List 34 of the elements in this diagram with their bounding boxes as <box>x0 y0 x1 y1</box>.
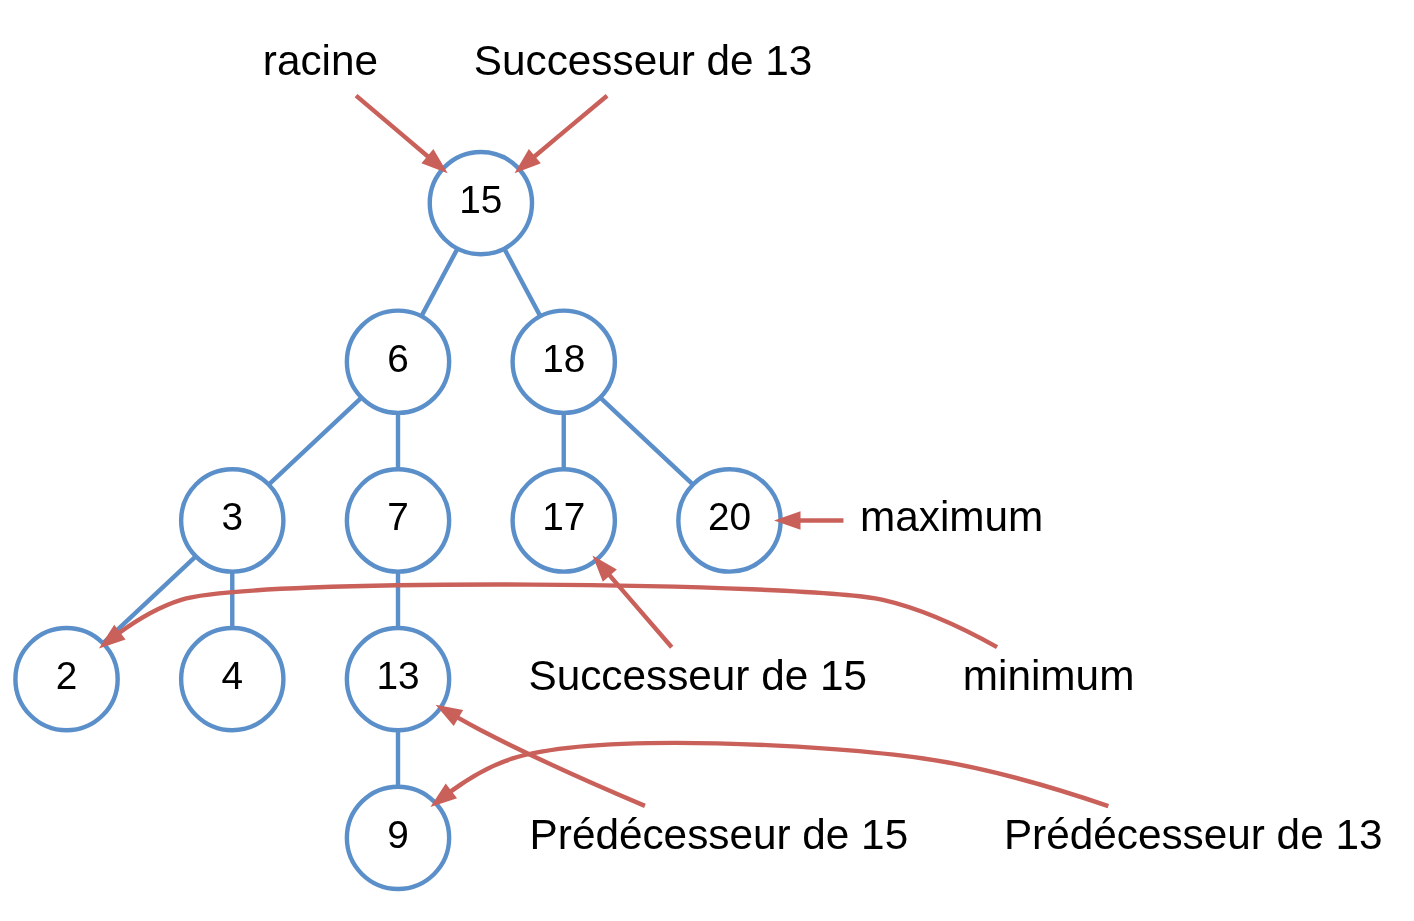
arrow <box>514 94 609 174</box>
arrow <box>354 94 448 174</box>
connector <box>395 730 401 787</box>
node-circle: 9 <box>344 784 452 892</box>
arrow <box>774 511 844 530</box>
node-text: Successeur de 13 <box>473 36 813 84</box>
node-circle: 4 <box>178 625 286 733</box>
connector <box>267 396 363 486</box>
node-circle: 3 <box>178 467 286 574</box>
node-circle: 7 <box>344 467 452 574</box>
node-circle: 18 <box>510 308 618 416</box>
connector <box>419 247 460 317</box>
connector <box>502 247 543 317</box>
node-text: maximum <box>859 493 1044 541</box>
arrow <box>592 555 674 649</box>
connector <box>395 572 401 628</box>
connector <box>561 413 566 469</box>
node-circle: 17 <box>510 467 618 574</box>
node-circle: 2 <box>13 625 120 733</box>
node-circle: 6 <box>344 308 452 416</box>
connector <box>230 572 235 628</box>
node-circle: 13 <box>344 625 452 733</box>
node-text: racine <box>262 36 379 84</box>
connector <box>395 413 401 469</box>
node-circle: 20 <box>676 467 783 574</box>
node-text: minimum <box>962 652 1135 700</box>
node-text: Prédécesseur de 15 <box>529 810 909 858</box>
arrow <box>430 740 1110 809</box>
node-circle: 15 <box>427 149 535 257</box>
node-text: Prédécesseur de 13 <box>1003 810 1383 858</box>
arrow <box>98 582 999 649</box>
node-text: Successeur de 15 <box>528 652 868 700</box>
arrow <box>435 704 646 808</box>
connector <box>599 396 695 486</box>
